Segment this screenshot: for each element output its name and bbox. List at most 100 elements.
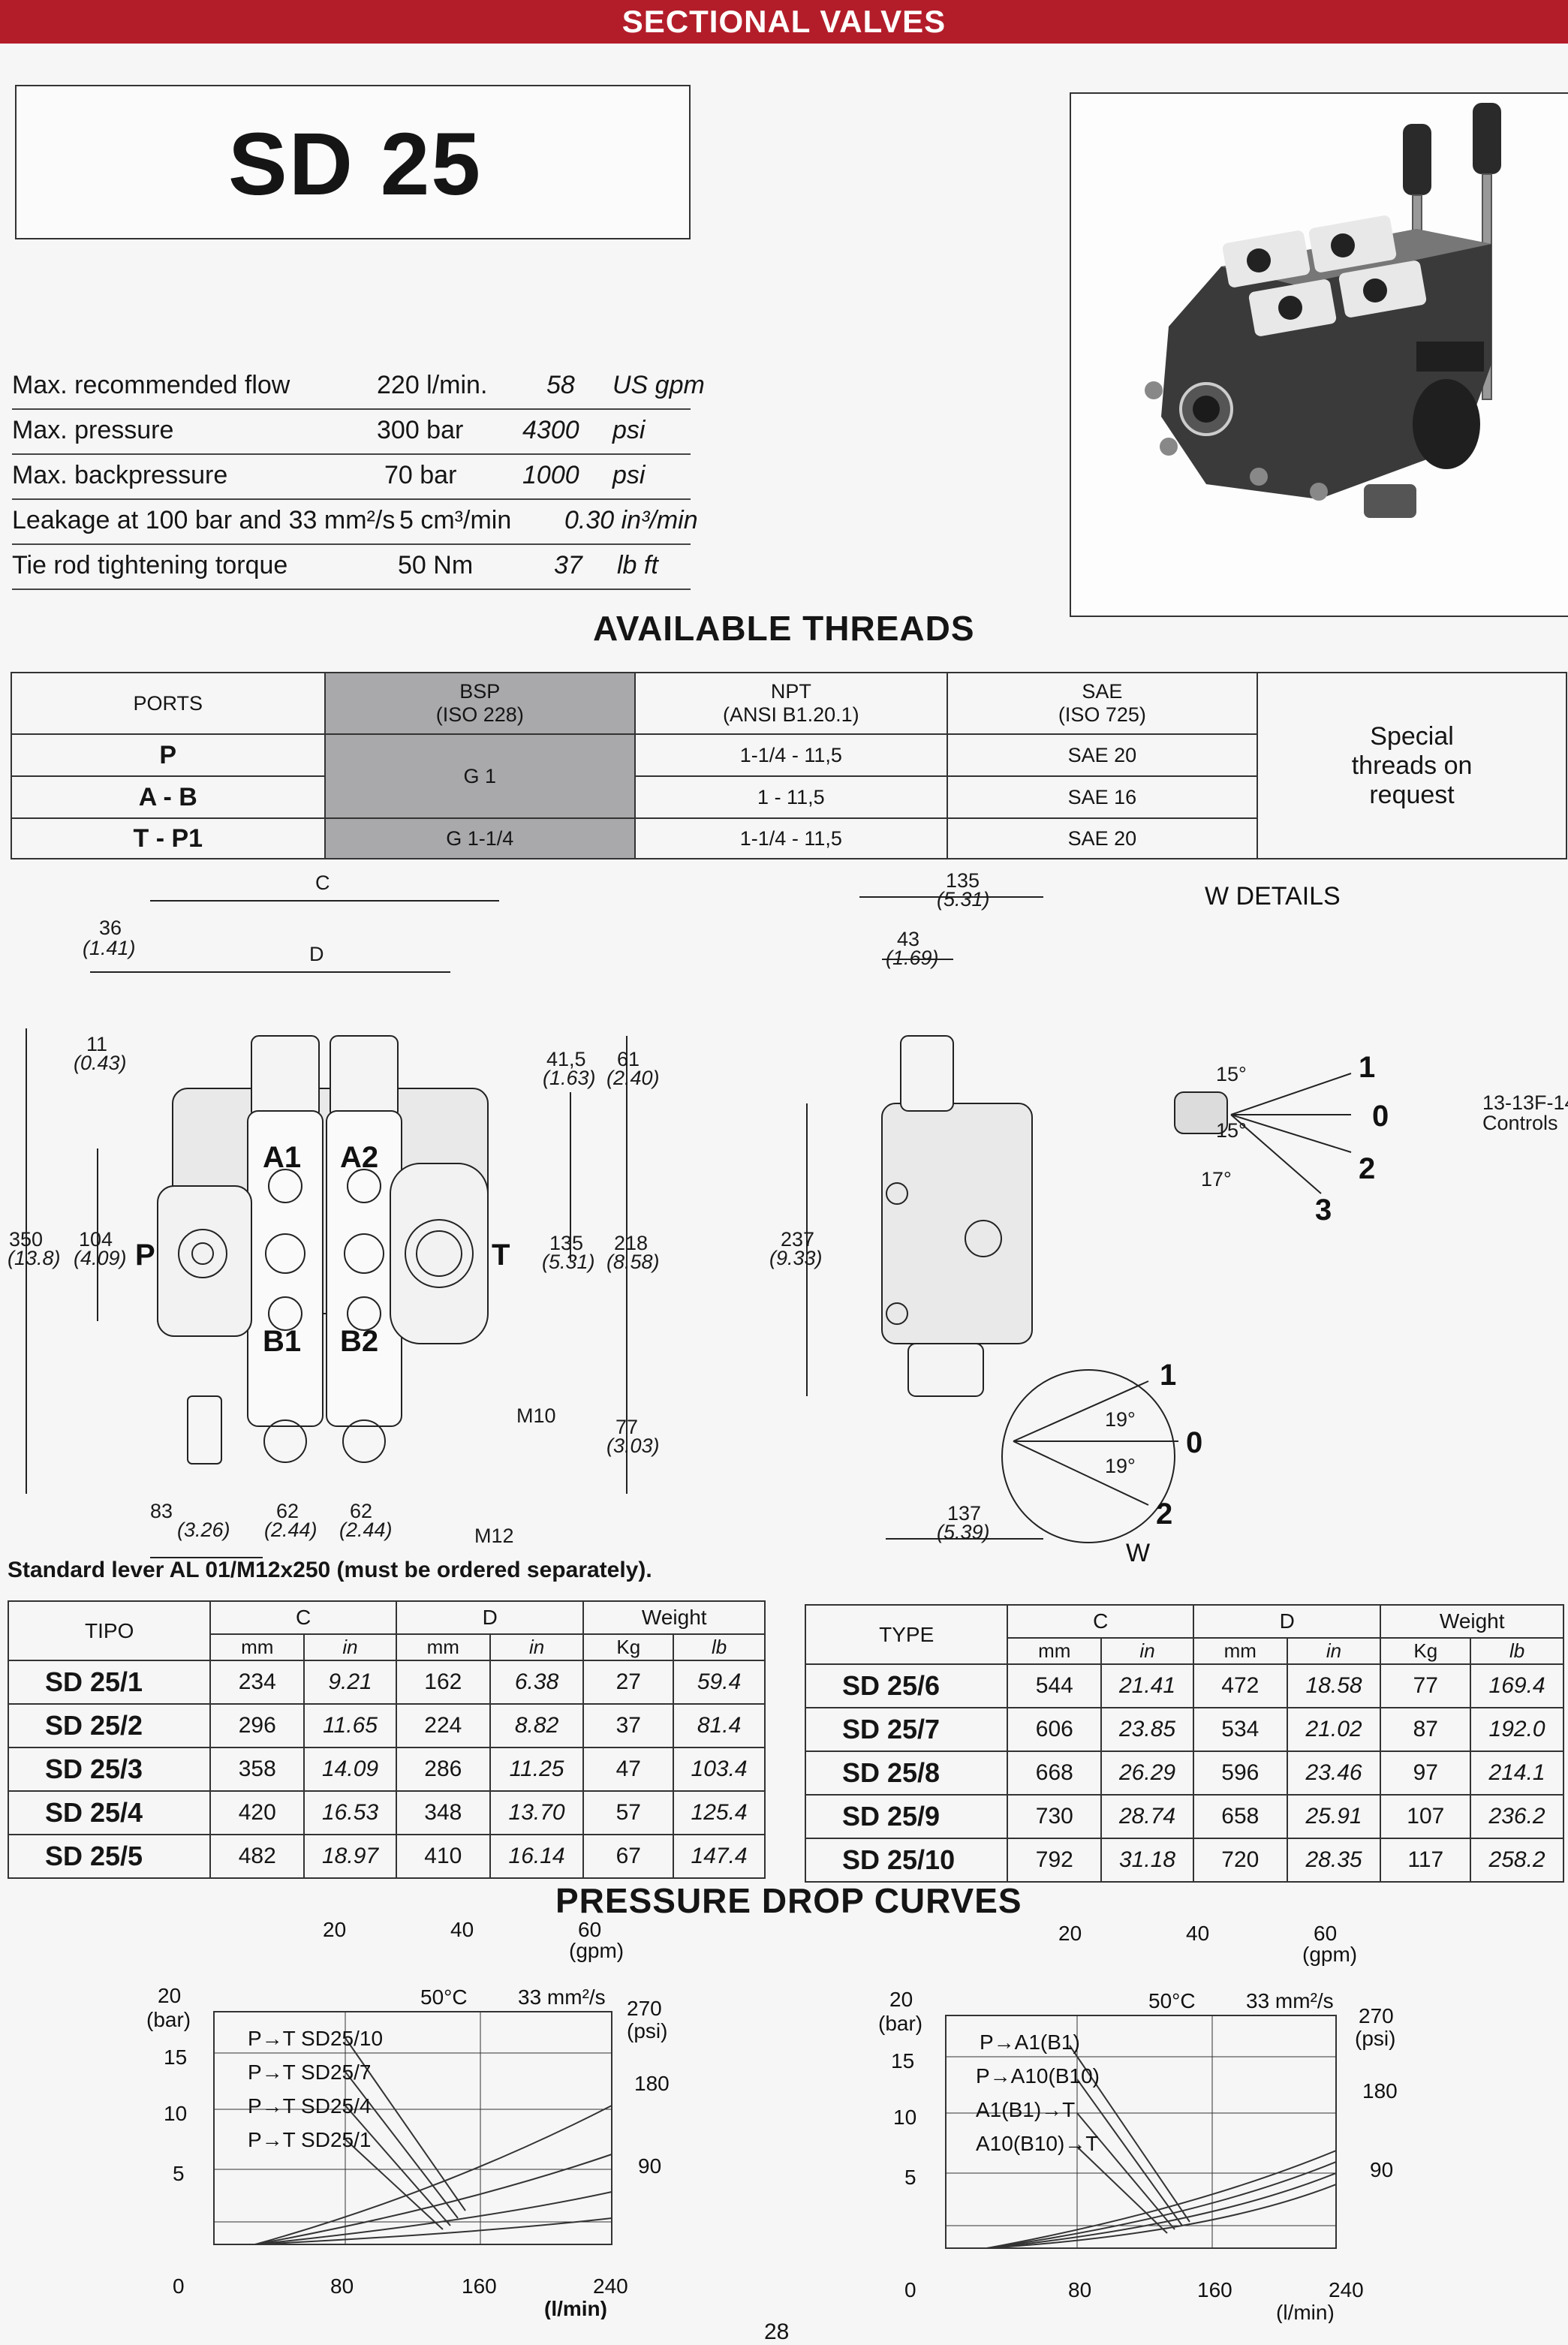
port-b2: B2 (340, 1325, 378, 1358)
svg-text:15: 15 (164, 2045, 187, 2069)
type-header: TIPO (7, 1600, 212, 1661)
special-threads-note: Special threads on request (1257, 672, 1567, 859)
dim-11: 11 (86, 1033, 107, 1055)
svg-text:40: 40 (1186, 1925, 1209, 1945)
port-label: A - B (11, 775, 326, 819)
svg-text:10: 10 (893, 2106, 916, 2129)
d-header: D (395, 1600, 585, 1635)
spec-label: Max. backpressure (12, 461, 228, 489)
dim-218: 218 (614, 1232, 648, 1254)
w-label: W (1126, 1539, 1150, 1567)
spec-value-metric: 5 cm³/min (399, 506, 512, 534)
svg-text:40: 40 (450, 1922, 474, 1941)
svg-text:160: 160 (462, 2274, 497, 2298)
svg-text:50°C: 50°C (420, 1985, 468, 2009)
dim-41-5-in: (1.63) (543, 1067, 596, 1089)
svg-text:270: 270 (627, 1997, 662, 2020)
svg-text:P→A10(B10): P→A10(B10) (976, 2064, 1100, 2088)
side-dim-137-in: (5.39) (937, 1521, 990, 1543)
svg-text:15: 15 (891, 2049, 914, 2073)
pressure-curve-left: 20 40 60 (gpm) 50°C 33 mm²/s 20 (bar) 15… (146, 1922, 670, 2319)
d-header: D (1192, 1604, 1382, 1639)
dim-135: 135 (549, 1232, 583, 1254)
unit-header: lb (673, 1633, 766, 1661)
types-table-left: TIPO C D Weight mm in mm in Kg lb SD 25/… (7, 1600, 766, 1879)
svg-text:20: 20 (323, 1922, 346, 1941)
side-dim-137: 137 (947, 1502, 981, 1525)
dim-104-in: (4.09) (74, 1247, 127, 1269)
dim-c-label: C (315, 871, 330, 894)
unit-header: in (1286, 1637, 1382, 1665)
svg-text:240: 240 (1329, 2278, 1364, 2301)
spec-label: Leakage at 100 bar and 33 mm²/s (12, 506, 396, 534)
dim-41-5: 41,5 (546, 1048, 586, 1070)
svg-text:(l/min): (l/min) (1276, 2301, 1335, 2323)
unit-header: mm (209, 1633, 305, 1661)
wd-pos-2: 2 (1359, 1152, 1375, 1185)
svg-text:(psi): (psi) (627, 2019, 667, 2042)
wd-angle-15a: 15° (1216, 1063, 1247, 1085)
dim-62a-in: (2.44) (264, 1519, 318, 1541)
svg-text:33 mm²/s: 33 mm²/s (518, 1985, 606, 2009)
bsp-value: G 1 (324, 733, 637, 819)
svg-text:90: 90 (638, 2154, 661, 2178)
spec-value-imperial: 58 (546, 371, 575, 399)
side-dim-43-in: (1.69) (886, 947, 939, 969)
spec-row: Leakage at 100 bar and 33 mm²/s 5 cm³/mi… (12, 498, 698, 545)
dim-77-in: (3.03) (606, 1434, 660, 1457)
threads-table: PORTS BSP(ISO 228) NPT(ANSI B1.20.1) SAE… (11, 672, 1567, 859)
svg-text:5: 5 (173, 2162, 185, 2185)
port-p: P (135, 1239, 155, 1272)
angle-19-down: 19° (1105, 1455, 1136, 1477)
wd-pos-1: 1 (1359, 1051, 1375, 1084)
svg-text:50°C: 50°C (1148, 1989, 1196, 2012)
sae-header: SAE(ISO 725) (946, 672, 1259, 735)
dim-61-in: (2.40) (606, 1067, 660, 1089)
section-banner: SECTIONAL VALVES (0, 0, 1568, 44)
types-table-right: TYPE C D Weight mm in mm in Kg lb SD 25/… (804, 1604, 1564, 1883)
svg-text:20: 20 (158, 1984, 181, 2007)
npt-value: 1-1/4 - 11,5 (634, 733, 948, 777)
dim-83-in: (3.26) (177, 1519, 230, 1541)
sae-value: SAE 20 (946, 733, 1259, 777)
svg-text:90: 90 (1370, 2158, 1393, 2181)
weight-header: Weight (582, 1600, 766, 1635)
unit-header: Kg (582, 1633, 675, 1661)
curves-heading: PRESSURE DROP CURVES (555, 1881, 1022, 1920)
spec-unit-imperial: lb ft (617, 551, 658, 579)
spec-row: Max. recommended flow 220 l/min. 58 US g… (12, 363, 705, 410)
technical-drawing: C D 36 (1.41) 11 (0.43) 350 (13.8) 104 (… (8, 869, 1568, 1567)
side-dim-237: 237 (781, 1228, 814, 1251)
svg-text:(psi): (psi) (1355, 2027, 1395, 2050)
spec-value-imperial: 1000 (522, 461, 579, 489)
page-number: 28 (764, 2319, 790, 2344)
threads-heading: AVAILABLE THREADS (593, 609, 975, 648)
dim-350: 350 (9, 1228, 43, 1251)
dim-62b: 62 (350, 1500, 372, 1522)
spec-label: Max. recommended flow (12, 371, 290, 399)
port-label: T - P1 (11, 817, 326, 859)
ports-header: PORTS (11, 672, 326, 735)
svg-text:5: 5 (904, 2166, 916, 2189)
unit-header: mm (1192, 1637, 1288, 1665)
npt-value: 1-1/4 - 11,5 (634, 817, 948, 859)
svg-text:180: 180 (1362, 2079, 1398, 2103)
weight-header: Weight (1380, 1604, 1564, 1639)
svg-text:20: 20 (1058, 1925, 1082, 1945)
spec-value-metric: 220 l/min. (377, 371, 488, 399)
svg-text:(gpm): (gpm) (569, 1939, 624, 1962)
dim-77: 77 (615, 1416, 638, 1438)
dim-104: 104 (79, 1228, 113, 1251)
dim-62a: 62 (276, 1500, 299, 1522)
w-pos-0: 0 (1186, 1426, 1202, 1459)
svg-text:0: 0 (173, 2274, 185, 2298)
dim-62b-in: (2.44) (339, 1519, 393, 1541)
dim-218-in: (8.58) (606, 1251, 660, 1273)
svg-text:180: 180 (634, 2072, 670, 2095)
unit-header: in (489, 1633, 585, 1661)
